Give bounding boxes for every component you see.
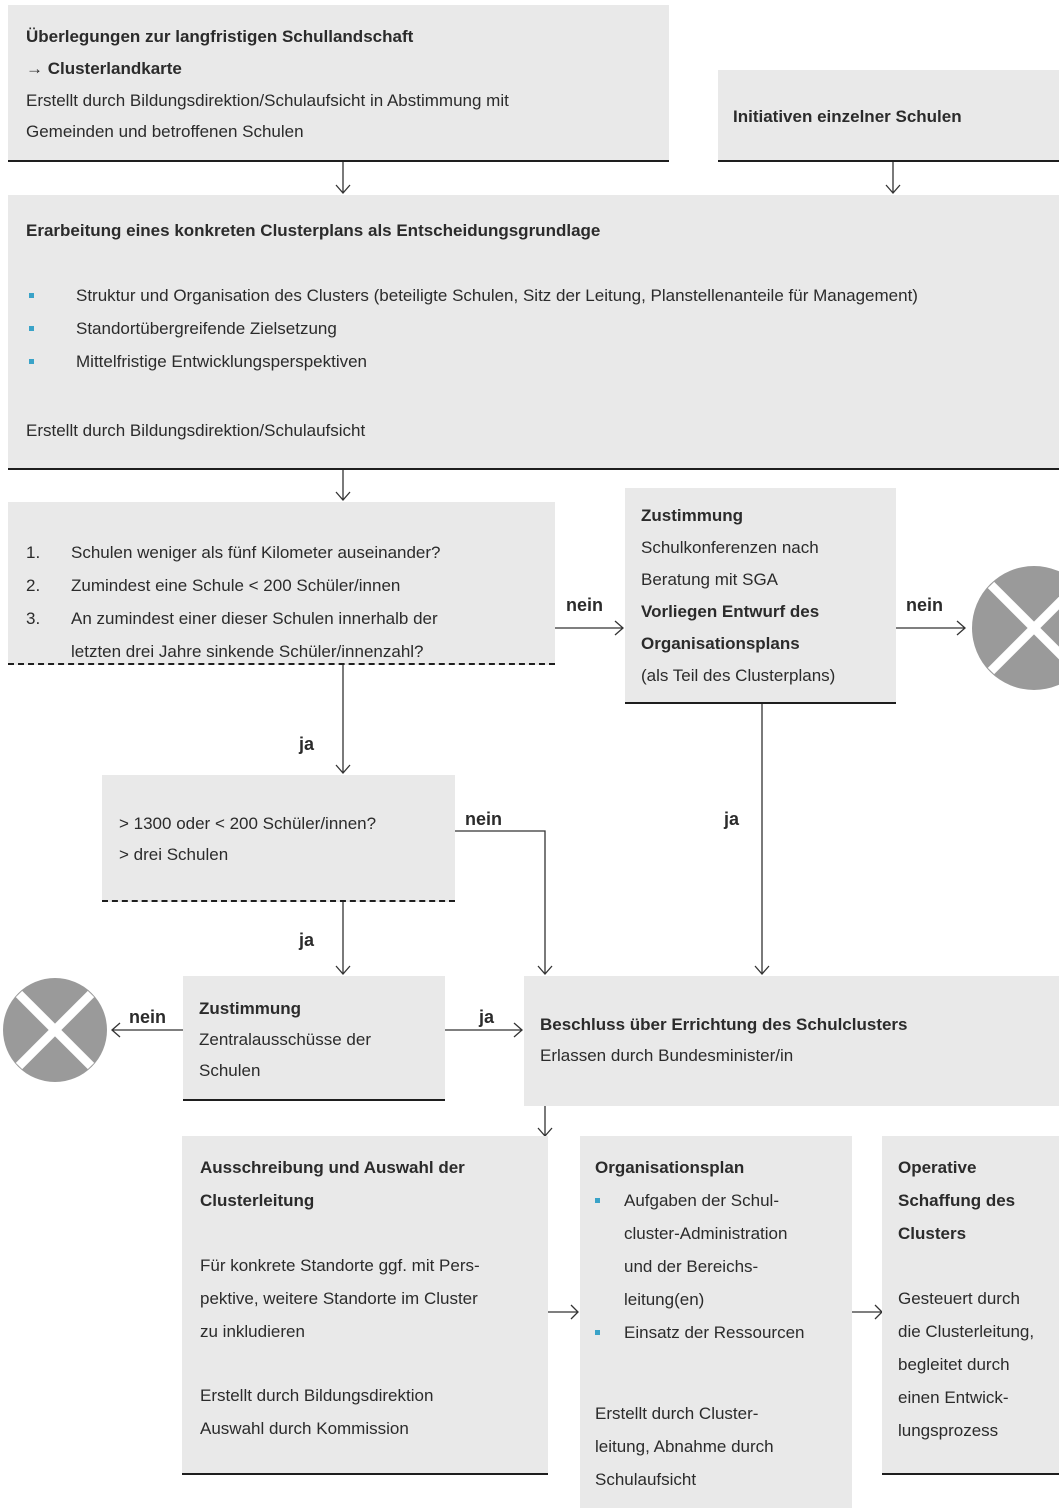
box-zustimmung-zentralausschuesse bbox=[183, 976, 445, 1101]
box-schuelerzahl-pruefung bbox=[102, 775, 455, 902]
box9-text-line2: pektive, weitere Standorte im Cluster bbox=[200, 1289, 478, 1308]
box9-text-line1: Für konkrete Standorte ggf. mit Pers- bbox=[200, 1256, 480, 1275]
box7-line1: Zentralausschüsse der bbox=[199, 1030, 371, 1049]
box-organisationsplan bbox=[580, 1136, 852, 1508]
box10-bullet1-line1: Aufgaben der Schul- bbox=[624, 1191, 779, 1210]
box3-bullet-3: Mittelfristige Entwicklungsperspektiven bbox=[76, 352, 368, 371]
box10-bullet1-line3: und der Bereichs- bbox=[624, 1257, 759, 1276]
box10-bullet1-line2: cluster-Administration bbox=[624, 1224, 788, 1243]
box9-title-line1: Ausschreibung und Auswahl der bbox=[200, 1158, 465, 1177]
box11-title-line2: Schaffung des bbox=[898, 1191, 1016, 1210]
box8-line1: Erlassen durch Bundesminister/in bbox=[540, 1046, 794, 1065]
box-clusterplan bbox=[8, 195, 1059, 470]
label-ja-box6: ja bbox=[299, 930, 315, 950]
box4-item2-text: Zumindest eine Schule < 200 Schüler/inne… bbox=[71, 576, 401, 595]
bullet-icon bbox=[29, 359, 34, 364]
box6-line2: > drei Schulen bbox=[119, 845, 229, 864]
bullet-icon bbox=[29, 326, 34, 331]
box9-footer-line1: Erstellt durch Bildungsdirektion bbox=[200, 1386, 434, 1405]
box3-bullet-1: Struktur und Organisation des Clusters (… bbox=[76, 286, 918, 305]
box6-line1: > 1300 oder < 200 Schüler/innen? bbox=[119, 814, 377, 833]
label-nein-box6: nein bbox=[465, 809, 503, 829]
box7-line2: Schulen bbox=[199, 1061, 261, 1080]
box3-title: Erarbeitung eines konkreten Clusterplans… bbox=[26, 221, 601, 240]
box9-text-line3: zu inkludieren bbox=[200, 1322, 305, 1341]
box3-footer: Erstellt durch Bildungsdirektion/Schulau… bbox=[26, 421, 366, 440]
box1-text-line1: Erstellt durch Bildungsdirektion/Schulau… bbox=[26, 91, 509, 110]
box4-item1-num: 1. bbox=[26, 543, 41, 562]
box11-title-line1: Operative bbox=[898, 1158, 977, 1177]
box11-text-line2: die Clusterleitung, bbox=[898, 1322, 1035, 1341]
box11-title-line3: Clusters bbox=[898, 1224, 967, 1243]
end-x-icon bbox=[972, 566, 1059, 690]
bullet-icon bbox=[29, 293, 34, 298]
box8-title: Beschluss über Errichtung des Schulclust… bbox=[540, 1015, 908, 1034]
label-ja-box7: ja bbox=[479, 1007, 495, 1027]
box1-text-line2: Gemeinden und betroffenen Schulen bbox=[26, 122, 304, 141]
box4-item1-text: Schulen weniger als fünf Kilometer ausei… bbox=[71, 543, 441, 562]
box4-item2-num: 2. bbox=[26, 576, 41, 595]
box-langfristige-schullandschaft bbox=[8, 5, 669, 162]
box-operative-schaffung bbox=[882, 1136, 1059, 1475]
label-nein-box4: nein bbox=[566, 595, 604, 615]
box3-bullet-2: Standortübergreifende Zielsetzung bbox=[76, 319, 337, 338]
box-initiativen bbox=[718, 70, 1059, 162]
box10-bullet2: Einsatz der Ressourcen bbox=[624, 1323, 805, 1342]
box-kriterien bbox=[8, 502, 555, 665]
box7-title: Zustimmung bbox=[199, 999, 301, 1018]
box11-text-line1: Gesteuert durch bbox=[898, 1289, 1020, 1308]
box5-line1: Schulkonferenzen nach bbox=[641, 538, 819, 557]
label-nein-box5: nein bbox=[906, 595, 944, 615]
box10-title: Organisationsplan bbox=[595, 1158, 745, 1177]
box4-item3-num: 3. bbox=[26, 609, 41, 628]
box10-footer-line2: leitung, Abnahme durch bbox=[595, 1437, 774, 1456]
box4-item3-cont: letzten drei Jahre sinkende Schüler/inne… bbox=[71, 642, 424, 661]
box1-title-line2: → Clusterlandkarte bbox=[26, 59, 182, 78]
box11-text-line5: lungsprozess bbox=[898, 1421, 999, 1440]
box10-footer-line3: Schulaufsicht bbox=[595, 1470, 697, 1489]
label-ja-box5: ja bbox=[724, 809, 740, 829]
box9-title-line2: Clusterleitung bbox=[200, 1191, 315, 1210]
box5-title2-line2: Organisationsplans bbox=[641, 634, 800, 653]
end-x-icon bbox=[3, 978, 107, 1082]
box10-bullet1-line4: leitung(en) bbox=[624, 1290, 705, 1309]
box5-line2: Beratung mit SGA bbox=[641, 570, 779, 589]
box-zustimmung-schulkonferenzen bbox=[625, 488, 896, 704]
box11-text-line4: einen Entwick- bbox=[898, 1388, 1009, 1407]
box-ausschreibung-clusterleitung bbox=[182, 1136, 548, 1475]
label-ja-box4: ja bbox=[299, 734, 315, 754]
box-beschluss bbox=[524, 976, 1059, 1106]
box9-footer-line2: Auswahl durch Kommission bbox=[200, 1419, 409, 1438]
box5-line3: (als Teil des Clusterplans) bbox=[641, 666, 836, 685]
box5-title: Zustimmung bbox=[641, 506, 743, 525]
label-nein-box7: nein bbox=[129, 1007, 167, 1027]
box11-text-line3: begleitet durch bbox=[898, 1355, 1010, 1374]
box10-footer-line1: Erstellt durch Cluster- bbox=[595, 1404, 759, 1423]
box5-title2-line1: Vorliegen Entwurf des bbox=[641, 602, 820, 621]
box4-item3-text: An zumindest einer dieser Schulen innerh… bbox=[71, 609, 438, 628]
box1-title-line1: Überlegungen zur langfristigen Schulland… bbox=[26, 27, 414, 46]
box2-title: Initiativen einzelner Schulen bbox=[733, 107, 962, 126]
bullet-icon bbox=[595, 1330, 600, 1335]
bullet-icon bbox=[595, 1198, 600, 1203]
